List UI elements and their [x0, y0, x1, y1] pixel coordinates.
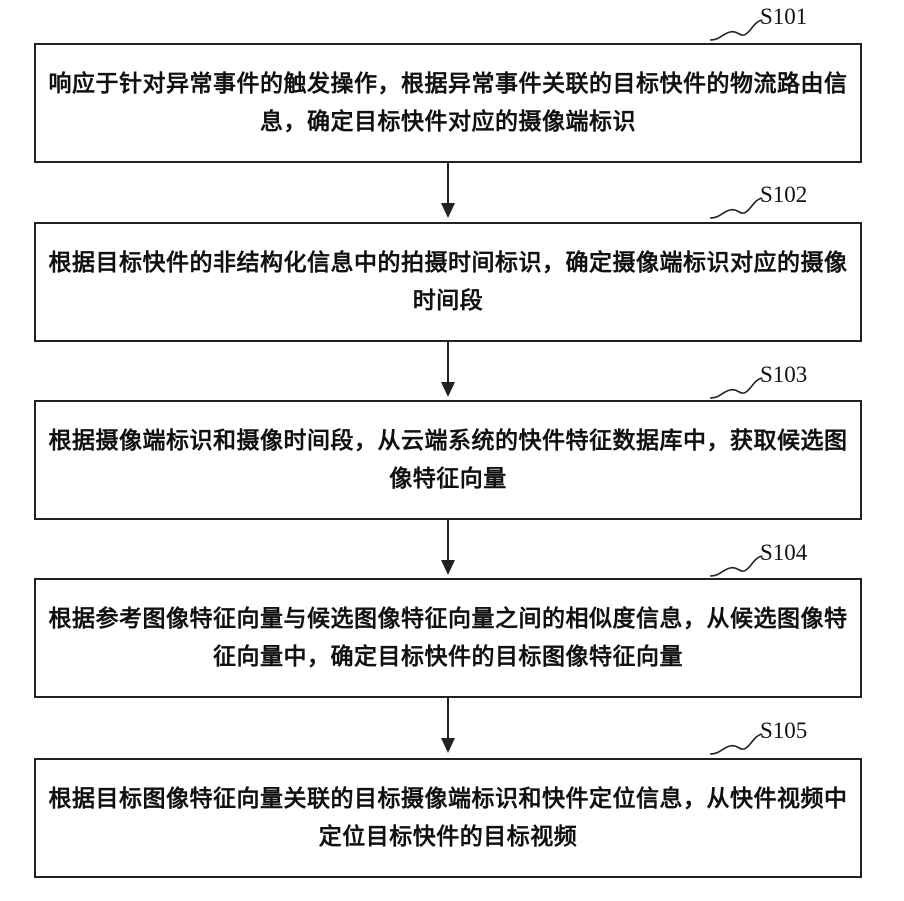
step-label-s101: S101	[760, 4, 807, 30]
step-text-s103: 根据摄像端标识和摄像时间段，从云端系统的快件特征数据库中，获取候选图像特征向量	[36, 422, 860, 498]
step-label-s104: S104	[760, 540, 807, 566]
leader-line-s103	[706, 372, 766, 402]
arrow-s103-s104	[438, 520, 458, 576]
step-text-s105: 根据目标图像特征向量关联的目标摄像端标识和快件定位信息，从快件视频中定位目标快件…	[36, 780, 860, 856]
step-box-s103: 根据摄像端标识和摄像时间段，从云端系统的快件特征数据库中，获取候选图像特征向量	[34, 400, 862, 520]
step-label-s105: S105	[760, 718, 807, 744]
step-box-s102: 根据目标快件的非结构化信息中的拍摄时间标识，确定摄像端标识对应的摄像时间段	[34, 222, 862, 342]
arrow-s102-s103	[438, 342, 458, 398]
step-text-s104: 根据参考图像特征向量与候选图像特征向量之间的相似度信息，从候选图像特征向量中，确…	[36, 600, 860, 676]
step-text-s102: 根据目标快件的非结构化信息中的拍摄时间标识，确定摄像端标识对应的摄像时间段	[36, 244, 860, 320]
leader-line-s104	[706, 550, 766, 580]
leader-line-s102	[706, 192, 766, 222]
leader-line-s101	[706, 14, 766, 44]
step-box-s101: 响应于针对异常事件的触发操作，根据异常事件关联的目标快件的物流路由信息，确定目标…	[34, 43, 862, 163]
step-box-s105: 根据目标图像特征向量关联的目标摄像端标识和快件定位信息，从快件视频中定位目标快件…	[34, 758, 862, 878]
arrow-s104-s105	[438, 698, 458, 754]
step-label-s103: S103	[760, 362, 807, 388]
step-label-s102: S102	[760, 182, 807, 208]
leader-line-s105	[706, 728, 766, 758]
step-text-s101: 响应于针对异常事件的触发操作，根据异常事件关联的目标快件的物流路由信息，确定目标…	[36, 65, 860, 141]
step-box-s104: 根据参考图像特征向量与候选图像特征向量之间的相似度信息，从候选图像特征向量中，确…	[34, 578, 862, 698]
arrow-s101-s102	[438, 163, 458, 219]
